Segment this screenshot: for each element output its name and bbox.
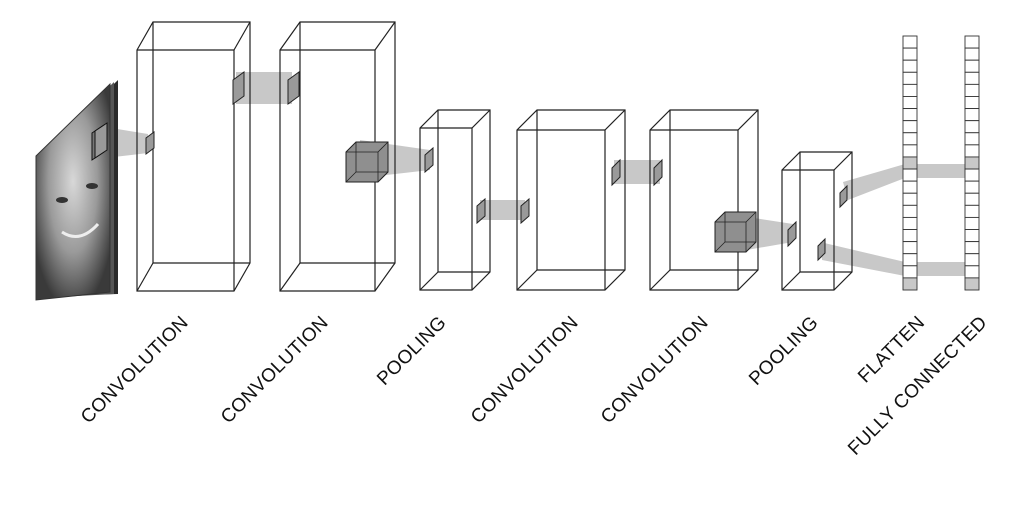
conv4-patch-in — [653, 158, 663, 187]
band-flatten-fc-top — [910, 164, 972, 178]
conv1-box — [136, 21, 251, 292]
conv4-pool-cube — [714, 211, 757, 253]
flatten-cell — [902, 216, 918, 230]
pool2-patch-in — [787, 220, 797, 248]
flatten-cell — [902, 277, 918, 291]
fully-connected-cell — [964, 253, 980, 267]
flatten-cell — [902, 180, 918, 194]
band-pool1-conv3 — [480, 200, 525, 220]
pool2-patch-out-bottom — [817, 237, 826, 262]
face-smile — [61, 222, 100, 238]
conv4-box — [649, 109, 759, 291]
flatten-cell — [902, 96, 918, 110]
fully-connected-cell — [964, 144, 980, 158]
conv3-patch-out — [611, 158, 621, 187]
image-patch-front — [94, 122, 108, 159]
band-pool2-flatten-bottom — [820, 242, 905, 276]
band-conv3-conv4 — [614, 160, 660, 184]
conv2-pool-cube — [345, 141, 389, 183]
fully-connected-cell — [964, 277, 980, 291]
fully-connected-cell — [964, 59, 980, 73]
flatten-cell — [902, 192, 918, 206]
fully-connected-cell — [964, 108, 980, 122]
flatten-cell — [902, 265, 918, 279]
fully-connected-column — [964, 35, 980, 291]
pool1-patch-out — [476, 197, 486, 225]
flatten-cell — [902, 59, 918, 73]
flatten-cell — [902, 168, 918, 182]
fully-connected-cell — [964, 241, 980, 255]
flatten-cell — [902, 204, 918, 218]
pool2-box — [781, 151, 853, 291]
pool2-patch-out-top — [839, 184, 848, 209]
pool1-box — [419, 109, 491, 291]
flatten-cell — [902, 156, 918, 170]
input-image — [35, 80, 118, 301]
flatten-cell — [902, 241, 918, 255]
fully-connected-cell — [964, 180, 980, 194]
flatten-cell — [902, 144, 918, 158]
face-eye-right — [86, 183, 98, 189]
fully-connected-cell — [964, 83, 980, 97]
conv1-patch-out — [232, 71, 245, 105]
fully-connected-cell — [964, 204, 980, 218]
conv3-box — [516, 109, 626, 291]
fully-connected-cell — [964, 35, 980, 49]
fully-connected-cell — [964, 168, 980, 182]
band-pool2-flatten-top — [843, 164, 905, 200]
face-eye-left — [56, 197, 68, 203]
flatten-cell — [902, 120, 918, 134]
flatten-column — [902, 35, 918, 291]
band-flatten-fc-bottom — [910, 262, 972, 276]
fully-connected-cell — [964, 216, 980, 230]
conv3-patch-in — [520, 197, 530, 225]
fully-connected-cell — [964, 265, 980, 279]
pool1-patch-in — [424, 146, 434, 174]
flatten-cell — [902, 47, 918, 61]
flatten-cell — [902, 71, 918, 85]
fully-connected-cell — [964, 71, 980, 85]
flatten-cell — [902, 108, 918, 122]
fully-connected-cell — [964, 156, 980, 170]
fully-connected-cell — [964, 96, 980, 110]
conv2-patch-in — [287, 71, 300, 105]
flatten-cell — [902, 229, 918, 243]
fully-connected-cell — [964, 47, 980, 61]
flatten-cell — [902, 83, 918, 97]
conv1-patch-in — [145, 131, 155, 155]
fully-connected-cell — [964, 120, 980, 134]
fully-connected-cell — [964, 229, 980, 243]
flatten-cell — [902, 35, 918, 49]
fully-connected-cell — [964, 192, 980, 206]
flatten-cell — [902, 132, 918, 146]
flatten-cell — [902, 253, 918, 267]
face-image — [35, 82, 111, 301]
fully-connected-cell — [964, 132, 980, 146]
